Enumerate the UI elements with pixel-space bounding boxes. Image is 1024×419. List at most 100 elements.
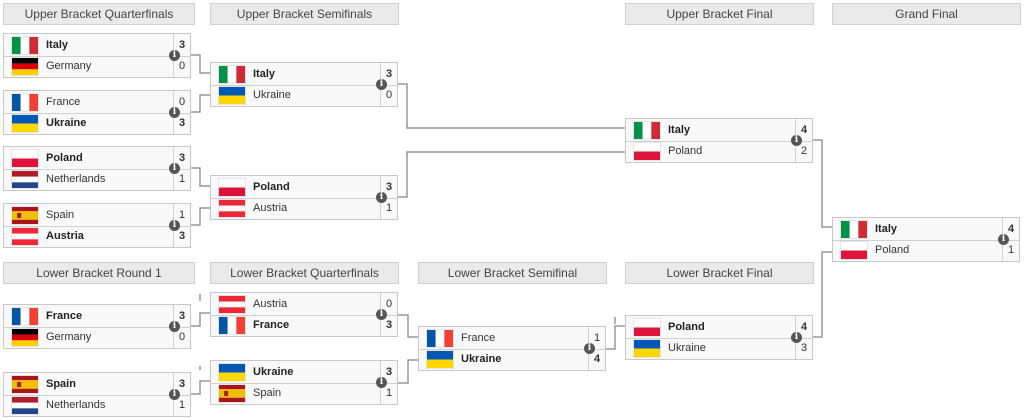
info-icon[interactable]: i (584, 343, 595, 354)
italy-flag-icon (219, 66, 245, 83)
team-row[interactable]: Ukraine 3 (626, 338, 812, 359)
connector-ubqf3-ubsf2 (191, 167, 210, 187)
france-flag-icon (427, 330, 453, 347)
team-name: Italy (875, 223, 898, 235)
team-name: Austria (46, 230, 84, 242)
team-name: France (46, 310, 83, 322)
team-score: 1 (380, 198, 397, 219)
team-row[interactable]: Germany 0 (4, 327, 190, 348)
team-name: Ukraine (461, 353, 502, 365)
info-icon[interactable]: i (169, 50, 180, 61)
team-row[interactable]: France 3 (4, 305, 190, 328)
italy-flag-icon (841, 221, 867, 238)
header-upper-quarterfinals: Upper Bracket Quarterfinals (3, 3, 195, 25)
team-score: 3 (173, 34, 190, 56)
team-score: 3 (795, 338, 812, 359)
team-score: 1 (1002, 240, 1019, 261)
info-icon[interactable]: i (791, 332, 802, 343)
team-score: 4 (795, 119, 812, 141)
team-score: 1 (173, 395, 190, 416)
france-flag-icon (12, 94, 38, 111)
team-name: Italy (253, 68, 276, 80)
header-upper-semifinals: Upper Bracket Semifinals (210, 3, 399, 25)
connector-lbqf1-lbsf (398, 314, 418, 338)
team-row[interactable]: France 1 (419, 327, 605, 350)
info-icon[interactable]: i (169, 321, 180, 332)
info-icon[interactable]: i (376, 192, 387, 203)
team-name: Ukraine (668, 342, 706, 354)
poland-flag-icon (12, 150, 38, 167)
poland-flag-icon (841, 242, 867, 259)
header-lower-semifinal: Lower Bracket Semifinal (418, 262, 607, 284)
team-score: 0 (380, 85, 397, 106)
team-score: 1 (588, 327, 605, 349)
info-icon[interactable]: i (169, 220, 180, 231)
france-flag-icon (219, 317, 245, 334)
info-icon[interactable]: i (376, 377, 387, 388)
info-icon[interactable]: i (791, 135, 802, 146)
ukraine-flag-icon (219, 87, 245, 104)
team-name: Ukraine (253, 366, 294, 378)
header-lower-quarterfinals: Lower Bracket Quarterfinals (210, 262, 399, 284)
team-score: 0 (173, 327, 190, 348)
team-name: France (253, 319, 290, 331)
connector-lbr1-2-lbqf2 (191, 380, 210, 395)
team-row[interactable]: Spain 3 (4, 373, 190, 396)
team-name: Spain (46, 378, 76, 390)
connector-lbr1-1-lbqf1 (191, 312, 210, 327)
connector-ubsf2-ubf (398, 151, 625, 198)
connector-ubqf1-ubsf1 (191, 54, 210, 74)
info-icon[interactable]: i (169, 163, 180, 174)
team-score: 3 (173, 305, 190, 327)
team-score: 3 (173, 373, 190, 395)
info-icon[interactable]: i (376, 309, 387, 320)
info-icon[interactable]: i (376, 79, 387, 90)
info-icon[interactable]: i (998, 234, 1009, 245)
spain-flag-icon (12, 207, 38, 224)
germany-flag-icon (12, 329, 38, 346)
info-icon[interactable]: i (169, 107, 180, 118)
connector-ubqf2-ubsf1 (191, 94, 210, 113)
team-score: 3 (173, 147, 190, 169)
team-name: Germany (46, 331, 92, 343)
info-icon[interactable]: i (169, 389, 180, 400)
team-name: France (461, 332, 496, 344)
